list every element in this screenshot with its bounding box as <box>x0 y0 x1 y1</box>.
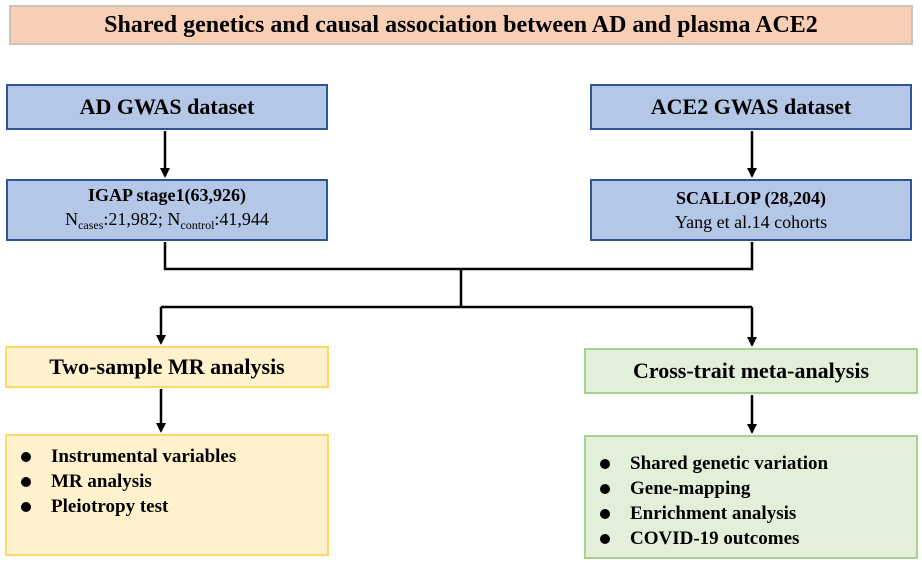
ad-gwas-title: AD GWAS dataset <box>79 94 255 119</box>
list-item: MR analysis <box>21 469 236 494</box>
scallop-box: SCALLOP (28,204) Yang et al.14 cohorts <box>590 179 912 241</box>
cases-value: :21,982; <box>103 209 168 229</box>
n-prefix-control: N <box>167 209 181 229</box>
list-item: COVID-19 outcomes <box>600 526 828 551</box>
igap-sample-sizes: Ncases:21,982; Ncontrol:41,944 <box>65 207 269 237</box>
bullet-icon <box>600 483 610 494</box>
list-item-label: COVID-19 outcomes <box>630 527 800 549</box>
control-subscript: control <box>180 218 215 232</box>
igap-dataset-name: IGAP stage1(63,926) <box>88 185 246 205</box>
list-item: Enrichment analysis <box>600 501 828 526</box>
list-item: Instrumental variables <box>21 444 236 469</box>
meta-methods-list: Shared genetic variation Gene-mapping En… <box>600 451 828 551</box>
cases-subscript: cases <box>78 218 104 232</box>
mr-analysis-title: Two-sample MR analysis <box>49 354 285 379</box>
bullet-icon <box>600 508 610 519</box>
ace2-gwas-title: ACE2 GWAS dataset <box>650 94 852 119</box>
ad-gwas-box: AD GWAS dataset <box>6 84 328 130</box>
bullet-icon <box>600 458 610 469</box>
control-value: :41,944 <box>214 209 269 229</box>
bullet-icon <box>21 501 31 512</box>
ace2-gwas-box: ACE2 GWAS dataset <box>590 84 912 130</box>
diagram-title: Shared genetics and causal association b… <box>9 5 913 45</box>
mr-analysis-box: Two-sample MR analysis <box>5 346 329 388</box>
list-item-label: Enrichment analysis <box>630 502 797 524</box>
bullet-icon <box>21 476 31 487</box>
mr-methods-list: Instrumental variables MR analysis Pleio… <box>21 444 236 519</box>
list-item-label: Gene-mapping <box>630 477 751 499</box>
n-prefix-cases: N <box>65 209 79 229</box>
diagram-title-text: Shared genetics and causal association b… <box>104 11 818 38</box>
list-item-label: Instrumental variables <box>51 445 237 467</box>
list-item: Pleiotropy test <box>21 494 236 519</box>
meta-methods-box: Shared genetic variation Gene-mapping En… <box>584 435 918 559</box>
meta-analysis-title: Cross-trait meta-analysis <box>632 358 870 383</box>
bullet-icon <box>600 533 610 544</box>
list-item: Shared genetic variation <box>600 451 828 476</box>
scallop-detail: Yang et al.14 cohorts <box>674 212 828 232</box>
merge-line <box>163 242 754 271</box>
scallop-dataset-name: SCALLOP (28,204) <box>675 188 826 208</box>
list-item-label: Shared genetic variation <box>630 452 829 474</box>
igap-box: IGAP stage1(63,926) Ncases:21,982; Ncont… <box>6 179 328 241</box>
meta-analysis-box: Cross-trait meta-analysis <box>584 348 918 394</box>
bullet-icon <box>21 451 31 462</box>
list-item-label: Pleiotropy test <box>51 495 169 517</box>
mr-methods-box: Instrumental variables MR analysis Pleio… <box>5 434 329 556</box>
list-item-label: MR analysis <box>51 470 152 492</box>
list-item: Gene-mapping <box>600 476 828 501</box>
